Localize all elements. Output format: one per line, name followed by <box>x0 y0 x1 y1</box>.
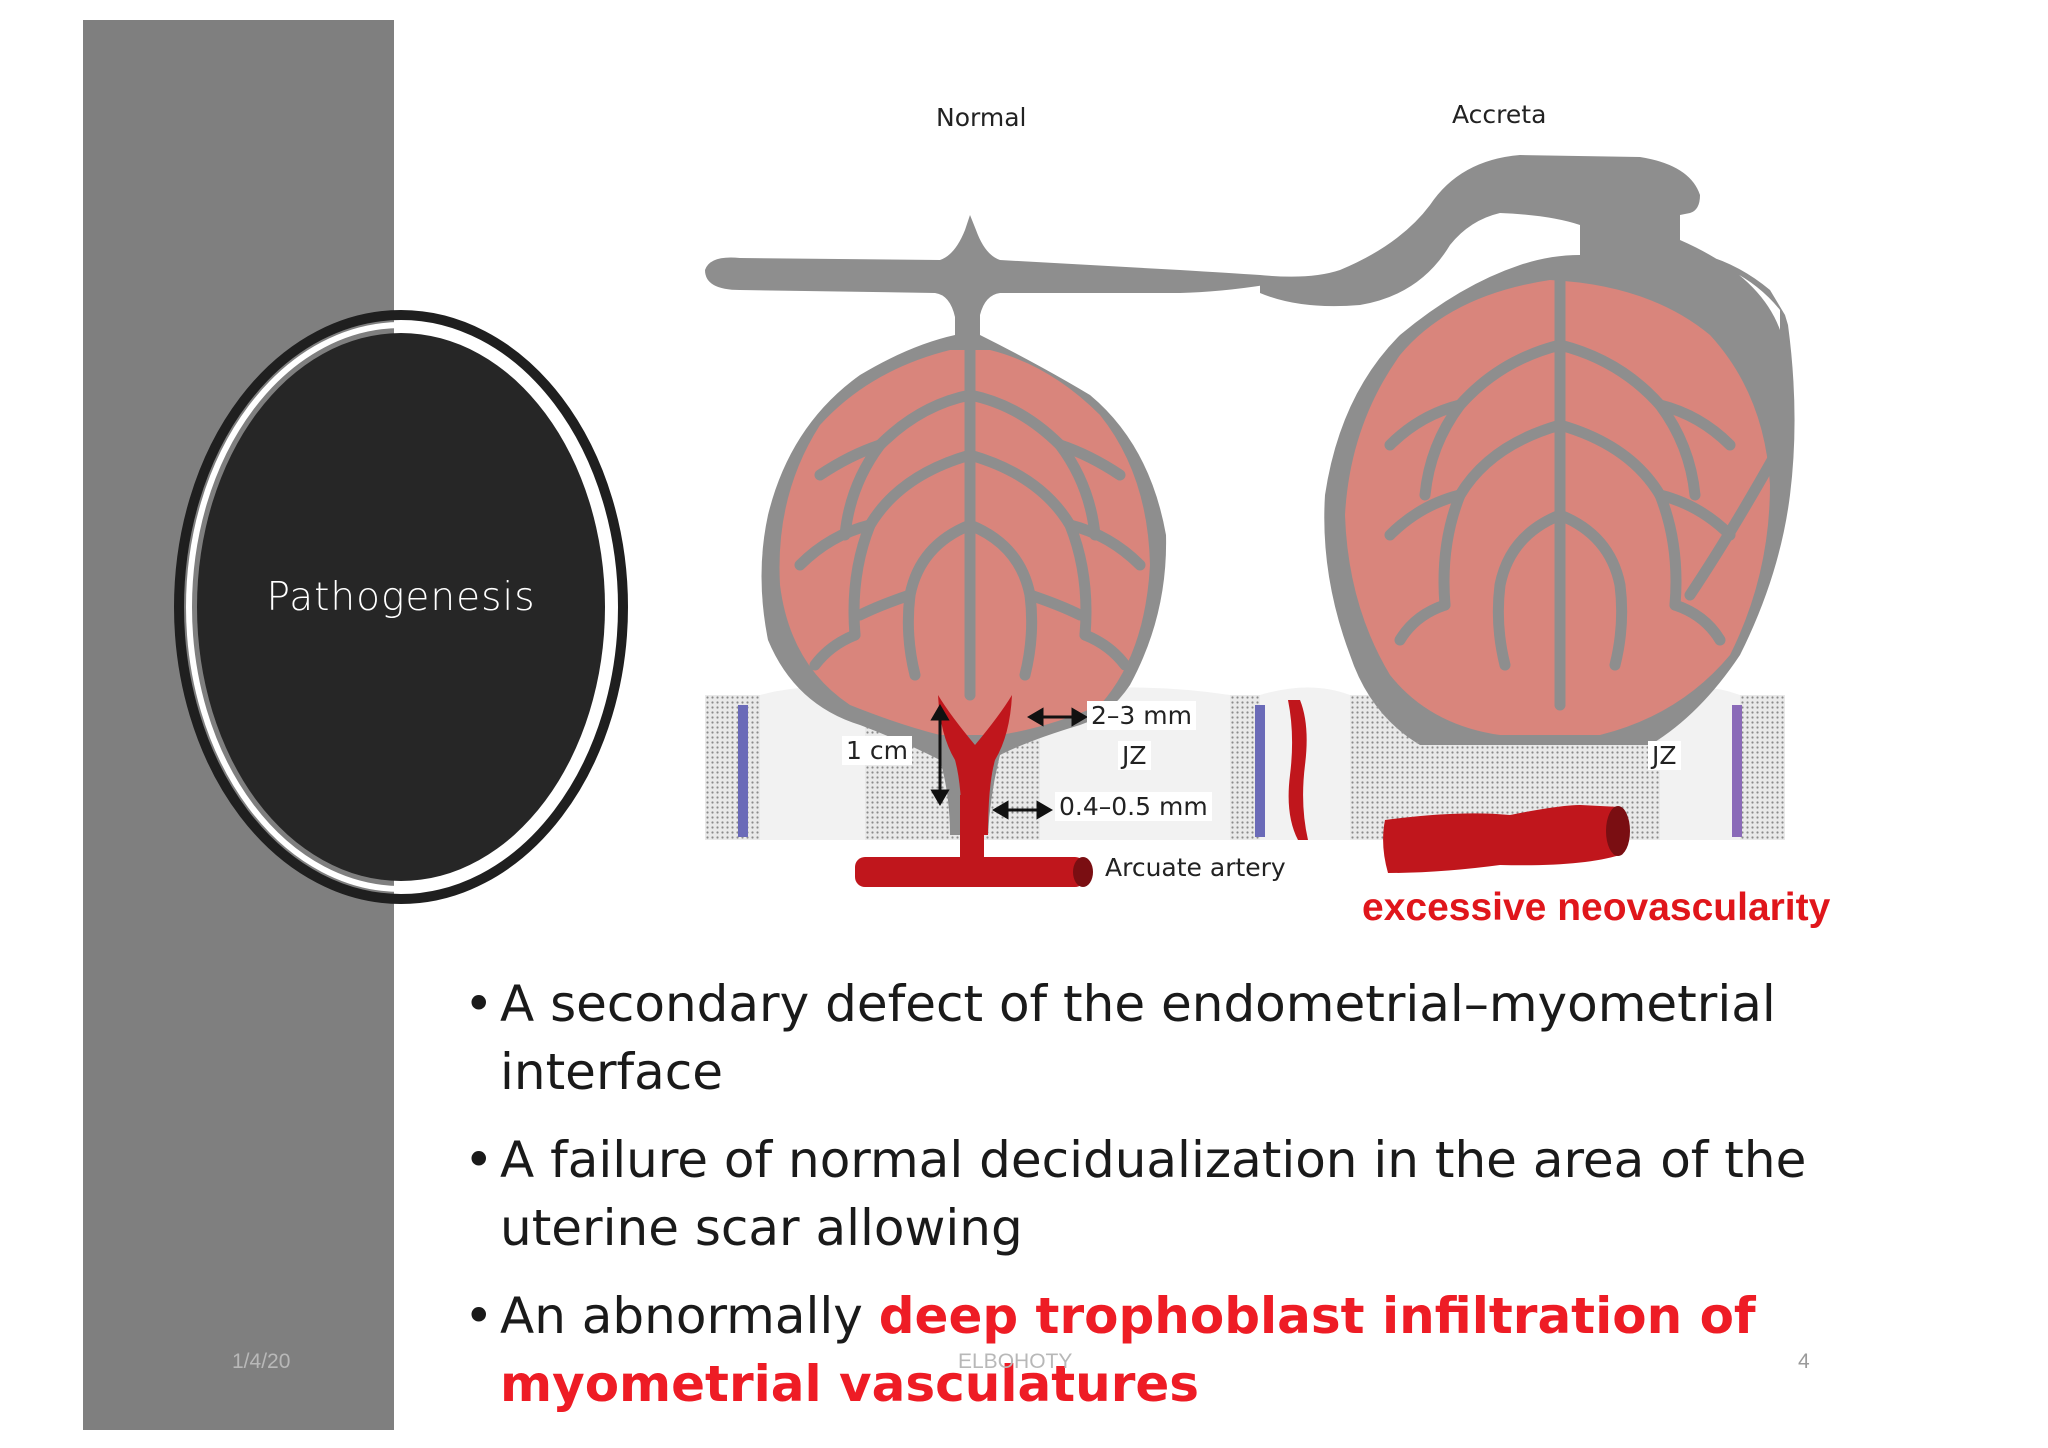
label-2-3mm: 2–3 mm <box>1087 701 1196 730</box>
slide-title: Pathogenesis <box>266 575 536 620</box>
label-1cm: 1 cm <box>842 736 912 765</box>
bullet-item: • A failure of normal decidualization in… <box>458 1126 1858 1262</box>
label-normal: Normal <box>936 103 1027 132</box>
placenta-illustration: Normal Accreta 2–3 mm 1 cm JZ 0.4–0.5 mm… <box>700 95 1880 945</box>
label-accreta: Accreta <box>1452 100 1547 129</box>
measurement-arrows <box>930 704 1088 820</box>
normal-placenta <box>705 215 1265 887</box>
label-jz-left: JZ <box>1118 741 1151 770</box>
bullet-text: A failure of normal decidualization in t… <box>500 1131 1807 1257</box>
label-arcuate-artery: Arcuate artery <box>1105 853 1286 882</box>
placenta-diagram <box>705 155 1795 887</box>
bullet-text: A secondary defect of the endometrial–my… <box>500 975 1776 1101</box>
annotation-excessive-neovascularity: excessive neovascularity <box>1362 886 1831 929</box>
bullet-item: • An abnormally deep trophoblast infiltr… <box>458 1282 1858 1418</box>
accreta-placenta <box>1260 155 1795 873</box>
title-ring <box>174 310 628 904</box>
footer-page-number: 4 <box>1798 1350 1810 1373</box>
bullet-glyph: • <box>464 1287 494 1345</box>
bullet-list: • A secondary defect of the endometrial–… <box>458 970 1858 1438</box>
bullet-item: • A secondary defect of the endometrial–… <box>458 970 1858 1106</box>
bullet-text-prefix: An abnormally <box>500 1287 879 1345</box>
footer-author: ELBOHOTY <box>958 1350 1073 1373</box>
footer-date: 1/4/20 <box>232 1350 291 1373</box>
label-0-4-0-5mm: 0.4–0.5 mm <box>1055 792 1212 821</box>
bullet-glyph: • <box>464 1131 494 1189</box>
label-jz-right: JZ <box>1648 741 1681 770</box>
bullet-glyph: • <box>464 975 494 1033</box>
bullet-text-emphasis: deep trophoblast infiltration of myometr… <box>500 1287 1756 1413</box>
